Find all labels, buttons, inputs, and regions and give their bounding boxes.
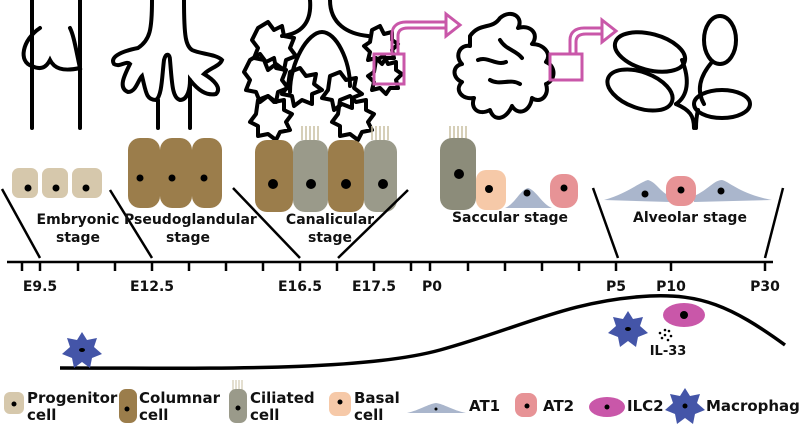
ilc2-cell [663,303,705,327]
legend-icon-progenitor [4,392,24,414]
timeline-label-e16-5: E16.5 [277,279,323,295]
stage-label-line1: Saccular stage [451,210,569,226]
timeline-label-p5: P5 [605,279,627,295]
embryonic-lung-drawing [21,0,83,130]
legend-line1: Columnar [139,389,220,407]
timeline-label-p0: P0 [421,279,443,295]
stage-label-line1: Pseudoglandular [124,212,257,228]
il33-label: IL-33 [649,344,687,359]
timeline-label-e17-5: E17.5 [351,279,397,295]
stage-label-line1: Alveolar stage [633,210,747,226]
stage-label-embryonic: Embryonic stage [30,212,126,246]
saccular-cells [440,126,578,210]
legend-line1: Basal [354,389,400,407]
legend-icon-columnar [119,389,137,423]
alveolar-cells [604,176,772,206]
legend-line2: cell [354,406,384,424]
timeline-label-p30: P30 [750,279,780,295]
stage-label-line1: Embryonic [36,212,120,228]
stage-label-line2: stage [308,230,352,246]
legend-line2: cell [250,406,280,424]
legend-line2: cell [139,406,169,424]
immune-trend-curve [59,294,787,371]
legend-label-ciliated: Ciliated cell [250,390,315,424]
stage-label-canalicular: Canalicular stage [282,212,378,246]
legend-label-at1: AT1 [469,397,501,415]
legend-label-columnar: Columnar cell [139,390,220,424]
zoom-arrow-2 [548,16,619,82]
canalicular-lung-drawing [242,0,404,142]
timeline-label-e9-5: E9.5 [22,279,58,295]
stage-label-line2: stage [166,230,210,246]
il33-dots [658,328,673,342]
timeline-label-p10: P10 [656,279,686,295]
macrophage-early [62,332,102,368]
zoom-arrow-1 [372,10,463,86]
embryonic-cells [12,168,102,198]
legend-icon-ilc2 [589,397,625,417]
stage-separators [0,187,785,259]
macrophage-p5 [608,311,648,347]
legend-line2: cell [27,406,57,424]
stage-label-alveolar: Alveolar stage [630,210,750,226]
pseudoglandular-cells [128,138,222,208]
timeline-label-e12-5: E12.5 [129,279,175,295]
legend-icon-ciliated [229,380,247,423]
legend-label-progenitor: Progenitor cell [27,390,117,424]
alveolar-lung-drawing [605,14,752,130]
legend-label-ilc2: ILC2 [627,397,664,415]
timeline-axis [7,260,773,271]
legend-icon-basal [329,392,351,416]
canalicular-cells [255,126,397,212]
stage-label-line2: stage [56,230,100,246]
legend-line1: Ciliated [250,389,315,407]
legend-label-at2: AT2 [543,397,575,415]
legend-label-macrophage: Macrophage [706,397,800,415]
legend-icon-at2 [515,393,537,417]
legend-line1: Progenitor [27,389,118,407]
legend-label-basal: Basal cell [354,390,400,424]
saccular-lung-drawing [452,11,556,120]
stage-label-line1: Canalicular [285,212,375,228]
stage-label-pseudoglandular: Pseudoglandular stage [124,212,257,246]
legend-icon-macrophage [665,388,705,424]
legend-icon-at1 [407,403,466,413]
pseudoglandular-lung-drawing [111,0,225,130]
stage-label-saccular: Saccular stage [450,210,570,226]
